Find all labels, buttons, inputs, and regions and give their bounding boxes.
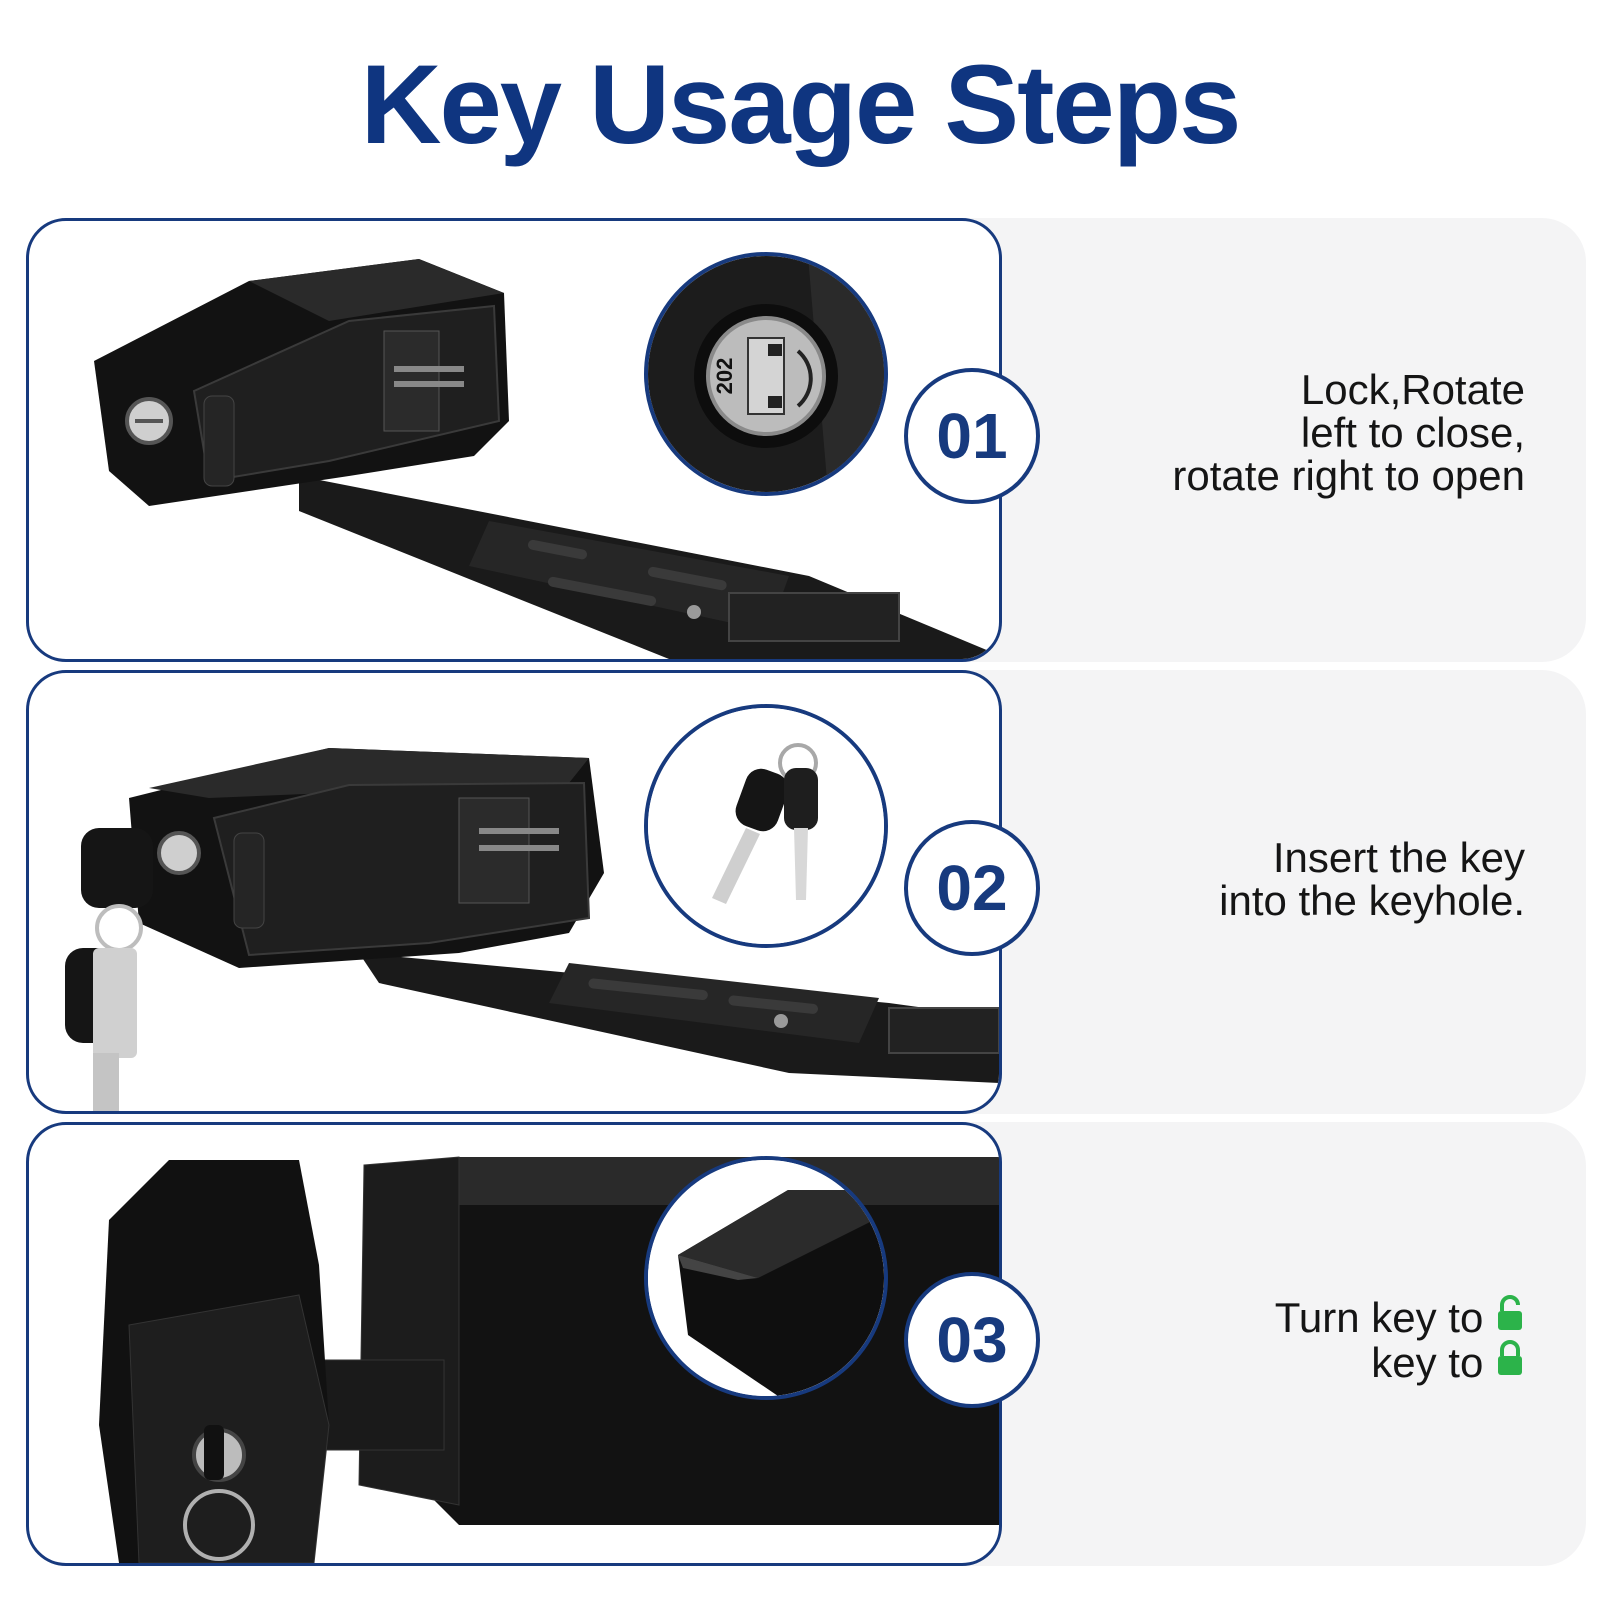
step-1-description: Lock,Rotate left to close, rotate right …	[1172, 368, 1525, 497]
step-1: 202 01 Lock,Rotate left to close, rotate…	[0, 218, 1600, 662]
step-3-description: Turn key to key to	[1275, 1294, 1525, 1384]
step-3: 03 Turn key to key to	[0, 1122, 1600, 1566]
step-3-line-1-text: Turn key to	[1274, 1294, 1484, 1341]
step-1-line-3: rotate right to open	[1172, 452, 1525, 499]
battery-corner-closeup	[648, 1160, 884, 1396]
step-3-line-1: Turn key to	[1275, 1294, 1525, 1339]
battery-mount-open-image	[94, 259, 989, 659]
step-3-zoom-circle	[644, 1156, 888, 1400]
lock-cylinder-closeup: 202	[648, 256, 884, 492]
step-2-line-1: Insert the key	[1272, 834, 1525, 881]
locked-icon	[1498, 1340, 1522, 1375]
step-2: 02 Insert the key into the keyhole.	[0, 670, 1600, 1114]
step-1-number-badge: 01	[904, 368, 1040, 504]
step-3-line-2: key to	[1275, 1339, 1525, 1384]
step-3-line-2-text: key to	[1371, 1339, 1484, 1386]
step-2-zoom-circle	[644, 704, 888, 948]
step-2-line-2: into the keyhole.	[1219, 877, 1525, 924]
keys-closeup	[648, 708, 884, 944]
lock-code-label: 202	[712, 358, 737, 395]
step-1-line-2: left to close,	[1300, 409, 1525, 456]
step-1-line-1: Lock,Rotate	[1300, 366, 1525, 413]
page-title: Key Usage Steps	[360, 42, 1242, 167]
battery-mount-key-inserted-image	[65, 748, 999, 1111]
step-2-description: Insert the key into the keyhole.	[1219, 836, 1525, 922]
step-3-number-badge: 03	[904, 1272, 1040, 1408]
step-1-zoom-circle: 202	[644, 252, 888, 496]
step-2-number-badge: 02	[904, 820, 1040, 956]
unlocked-icon	[1498, 1295, 1522, 1330]
